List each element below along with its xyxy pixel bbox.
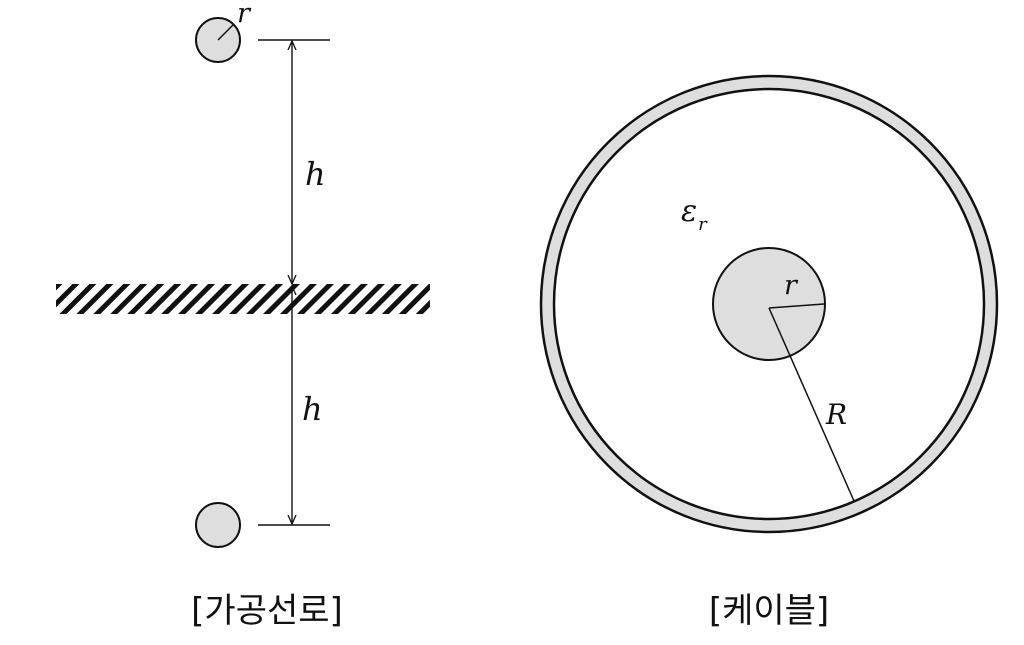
- overhead-caption: [가공선로]: [191, 591, 343, 631]
- cable-diagram: r R εr [케이블]: [539, 74, 999, 631]
- lower-image-conductor: [195, 502, 241, 548]
- overhead-line-diagram: r h h [가공선로]: [56, 0, 430, 631]
- outer-radius-label: R: [825, 398, 847, 431]
- upper-conductor-radius-line: [217, 23, 235, 41]
- cable-sheath-inner-edge: [552, 87, 986, 521]
- ground-plane-hatch: [56, 284, 430, 314]
- inner-radius-line: [768, 303, 825, 309]
- permittivity-symbol: ε: [681, 194, 697, 229]
- permittivity-label: εr: [681, 194, 708, 235]
- lower-height-label: h: [302, 390, 323, 428]
- permittivity-subscript: r: [698, 214, 708, 235]
- cable-sheath-ring: [542, 77, 996, 531]
- outer-radius-line: [768, 307, 855, 502]
- cable-caption: [케이블]: [709, 591, 829, 631]
- upper-conductor-radius-label: r: [237, 0, 252, 29]
- cable-inner-conductor: [712, 247, 826, 361]
- inner-radius-label: r: [784, 270, 799, 301]
- upper-height-label: h: [305, 155, 326, 193]
- cable-sheath-outer-edge: [539, 74, 999, 534]
